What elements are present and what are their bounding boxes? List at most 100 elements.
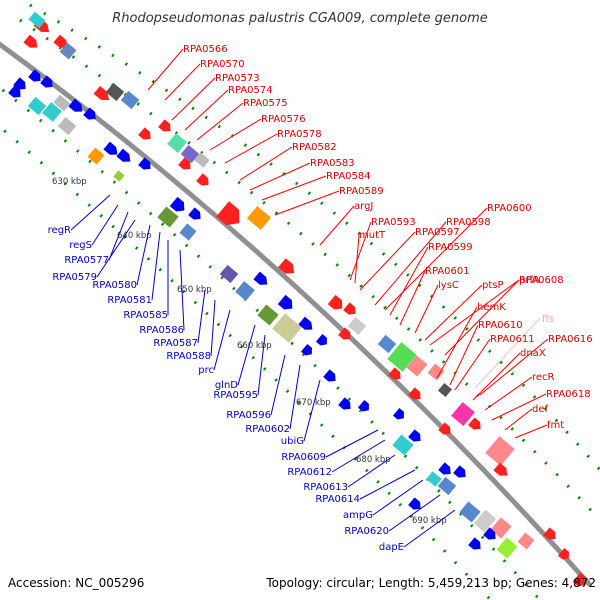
gene-feature-box[interactable] — [473, 509, 497, 533]
gene-label-reverse[interactable]: prc — [198, 365, 214, 376]
forward-gene-arrow[interactable] — [388, 367, 404, 382]
gene-feature-box[interactable] — [406, 355, 428, 377]
gene-label-reverse[interactable]: RPA0588 — [166, 351, 211, 362]
gene-label-forward[interactable]: fmt — [547, 420, 564, 431]
gene-label-forward[interactable]: RPA0593 — [371, 217, 416, 228]
forward-gene-arrow[interactable] — [158, 119, 174, 134]
gene-label-reverse[interactable]: RPA0620 — [344, 526, 389, 537]
reverse-gene-arrow[interactable] — [68, 98, 85, 116]
gene-label-rna[interactable]: ffs — [542, 314, 554, 325]
reverse-gene-arrow[interactable] — [103, 141, 120, 159]
gene-label-forward[interactable]: RPA0601 — [425, 266, 470, 277]
gene-label-reverse[interactable]: RPA0579 — [52, 272, 97, 283]
gene-feature-box[interactable] — [194, 152, 210, 168]
reverse-gene-arrow[interactable] — [253, 271, 270, 289]
reverse-gene-arrow[interactable] — [13, 77, 29, 92]
gene-label-reverse[interactable]: dapE — [379, 542, 404, 553]
gene-feature-box[interactable] — [180, 144, 200, 164]
gene-feature-box[interactable] — [57, 116, 77, 136]
gene-feature-box[interactable] — [53, 94, 71, 112]
forward-gene-arrow[interactable] — [438, 422, 454, 437]
gene-label-forward[interactable]: RPA0566 — [183, 44, 228, 55]
forward-gene-arrow[interactable] — [196, 173, 212, 188]
gene-label-forward[interactable]: RPA0597 — [415, 227, 460, 238]
gene-label-forward[interactable]: dnaX — [520, 348, 546, 359]
gene-feature-box[interactable] — [246, 206, 272, 230]
gene-label-forward[interactable]: RPA0583 — [310, 158, 355, 169]
forward-gene-arrow[interactable] — [178, 157, 194, 172]
gene-feature-box[interactable] — [167, 133, 187, 153]
reverse-gene-arrow[interactable] — [408, 497, 424, 512]
gene-label-forward[interactable]: hemK — [477, 302, 506, 313]
reverse-gene-arrow[interactable] — [298, 316, 315, 334]
gene-feature-box[interactable] — [113, 170, 125, 182]
gene-feature-box[interactable] — [517, 532, 535, 550]
gene-label-reverse[interactable]: RPA0612 — [287, 467, 332, 478]
gene-feature-box[interactable] — [272, 313, 302, 343]
reverse-gene-arrow[interactable] — [169, 196, 188, 215]
gene-label-reverse[interactable]: RPA0613 — [303, 482, 348, 493]
gene-label-reverse[interactable]: RPA0614 — [315, 494, 360, 505]
gene-label-forward[interactable]: ptsP — [482, 280, 504, 291]
gene-label-forward[interactable]: RPA0608 — [519, 275, 564, 286]
reverse-gene-arrow[interactable] — [28, 69, 44, 84]
forward-gene-arrow[interactable] — [543, 527, 559, 542]
reverse-gene-arrow[interactable] — [453, 465, 469, 480]
forward-gene-arrow[interactable] — [278, 258, 298, 277]
reverse-gene-arrow[interactable] — [483, 527, 499, 542]
reverse-gene-arrow[interactable] — [40, 75, 56, 90]
reverse-gene-arrow[interactable] — [188, 207, 204, 222]
forward-gene-arrow[interactable] — [493, 462, 510, 480]
gene-feature-box[interactable] — [377, 334, 397, 354]
reverse-gene-arrow[interactable] — [138, 157, 154, 172]
gene-label-forward[interactable]: RPA0616 — [548, 334, 593, 345]
gene-feature-box[interactable] — [496, 537, 518, 559]
forward-gene-arrow[interactable] — [216, 201, 246, 230]
gene-label-reverse[interactable]: RPA0585 — [123, 310, 168, 321]
gene-label-forward[interactable]: RPA0570 — [200, 59, 245, 70]
gene-label-forward[interactable]: RPA0610 — [478, 320, 523, 331]
gene-label-forward[interactable]: RPA0599 — [428, 242, 473, 253]
gene-label-reverse[interactable]: RPA0596 — [226, 410, 271, 421]
forward-gene-arrow[interactable] — [557, 547, 572, 562]
gene-feature-box[interactable] — [459, 501, 481, 523]
gene-feature-box[interactable] — [451, 401, 475, 427]
gene-feature-box[interactable] — [105, 82, 125, 102]
gene-labels[interactable]: RPA0566RPA0570RPA0573RPA0574RPA0575RPA05… — [48, 44, 593, 553]
gene-feature-box[interactable] — [437, 382, 453, 398]
forward-gene-arrow[interactable] — [327, 294, 346, 313]
gene-label-forward[interactable]: lysC — [438, 280, 459, 291]
gene-feature-box[interactable] — [219, 264, 239, 284]
gene-label-forward[interactable]: RPA0618 — [546, 389, 591, 400]
gene-label-forward[interactable]: prfA — [519, 275, 540, 286]
gene-label-reverse[interactable]: RPA0580 — [92, 280, 137, 291]
gene-label-reverse[interactable]: regR — [48, 225, 71, 236]
reverse-gene-arrow[interactable] — [392, 407, 407, 422]
gene-features[interactable] — [8, 11, 589, 590]
gene-feature-box[interactable] — [427, 363, 445, 381]
gene-label-forward[interactable]: def — [532, 404, 549, 415]
reverse-gene-arrow[interactable] — [8, 85, 24, 100]
gene-feature-box[interactable] — [235, 281, 255, 301]
gene-feature-box[interactable] — [59, 42, 77, 60]
gene-label-forward[interactable]: argJ — [354, 201, 373, 212]
gene-label-forward[interactable]: RPA0576 — [261, 114, 306, 125]
gene-feature-box[interactable] — [387, 342, 417, 372]
reverse-gene-arrow[interactable] — [315, 333, 330, 348]
gene-feature-box[interactable] — [28, 11, 46, 29]
forward-gene-arrow[interactable] — [138, 127, 154, 142]
forward-gene-arrow[interactable] — [93, 86, 113, 104]
forward-gene-arrow[interactable] — [408, 387, 424, 402]
gene-feature-box[interactable] — [157, 206, 179, 228]
gene-feature-box[interactable] — [347, 316, 367, 336]
reverse-gene-arrow[interactable] — [438, 462, 454, 477]
gene-feature-box[interactable] — [120, 90, 140, 110]
gene-feature-box[interactable] — [426, 471, 442, 487]
gene-label-reverse[interactable]: RPA0577 — [64, 255, 109, 266]
reverse-gene-arrow[interactable] — [83, 107, 99, 122]
reverse-gene-arrow[interactable] — [408, 429, 424, 444]
forward-gene-arrow[interactable] — [343, 302, 359, 317]
forward-gene-arrow[interactable] — [468, 417, 484, 432]
reverse-gene-arrow[interactable] — [116, 148, 133, 166]
gene-label-forward[interactable]: recR — [532, 372, 555, 383]
